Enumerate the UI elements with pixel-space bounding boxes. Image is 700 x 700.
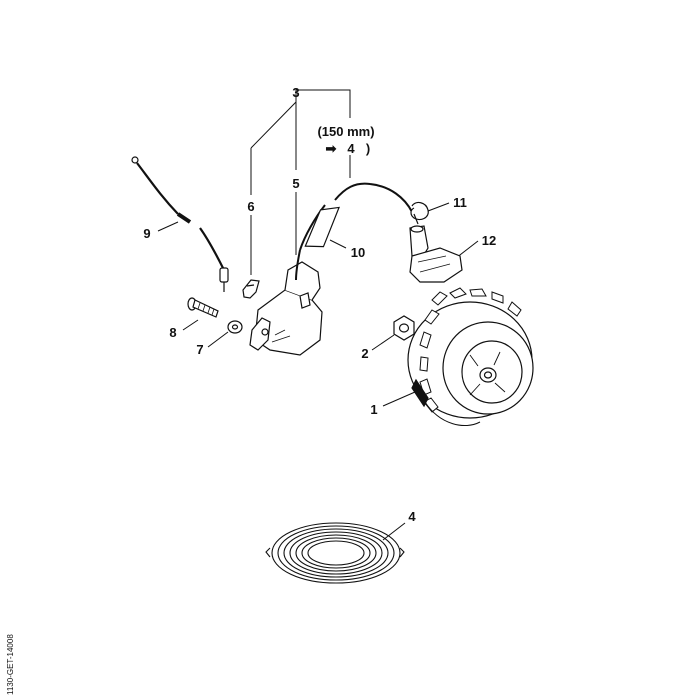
- callout-labels: 3 (150 mm) ➡ 4 ) 5 6 9 10 11 12 8 7 2 1 …: [143, 85, 496, 524]
- coil-loop-2: [277, 525, 395, 581]
- spring-clip-part: [410, 201, 429, 225]
- coil-end-right: [399, 547, 405, 558]
- spring-clip-coil: [410, 201, 429, 221]
- leader-12: [455, 240, 479, 259]
- callout-8: 8: [169, 325, 176, 340]
- drawing-reference-code: 1130-GET-14008: [6, 634, 15, 695]
- flywheel-hub-bore: [483, 371, 493, 379]
- nut-hole: [398, 323, 410, 333]
- screw-shank: [192, 299, 219, 318]
- callout-4-note-ref: 4: [347, 141, 355, 156]
- leader-4-spool: [382, 522, 406, 541]
- callout-11: 11: [453, 195, 467, 210]
- coil-loop-1: [271, 522, 401, 584]
- module-mount-tab: [249, 317, 271, 351]
- coiled-lead-part: [265, 522, 405, 584]
- module-top-block: [284, 261, 321, 301]
- wire-segment-b: [199, 227, 225, 271]
- note-close-paren: ): [366, 141, 370, 156]
- lead-upper: [334, 182, 413, 213]
- coil-loop-3: [283, 528, 389, 578]
- module-lead-out: [295, 249, 301, 281]
- lead-sleeve: [304, 206, 340, 248]
- callout-10: 10: [351, 245, 365, 260]
- coil-loop-5: [295, 534, 377, 572]
- callout-1: 1: [370, 402, 377, 417]
- wire-sleeve: [176, 212, 192, 224]
- callout-3: 3: [292, 85, 299, 100]
- callout-9: 9: [143, 226, 150, 241]
- leader-1: [382, 391, 416, 407]
- short-wire-part: [131, 156, 229, 292]
- terminal-clip-part: [242, 279, 260, 299]
- boot-opening: [410, 225, 424, 233]
- module-connector: [299, 292, 311, 309]
- leader-10: [329, 239, 347, 249]
- wire-end-ring: [131, 156, 139, 164]
- ignition-module-part: [249, 249, 323, 356]
- leader-3-bracket: [295, 89, 351, 118]
- screw-part: [187, 297, 219, 318]
- module-mount-hole: [261, 328, 269, 336]
- ignition-lead-part: [299, 182, 413, 251]
- flywheel-key-mark: [411, 378, 429, 408]
- module-fins: [271, 329, 291, 343]
- boot-body: [409, 247, 463, 283]
- washer-hole: [231, 324, 239, 330]
- flywheel-lower-edge: [424, 401, 481, 426]
- flywheel-spokes: [469, 351, 506, 396]
- flywheel-cooling-fins: [419, 287, 522, 413]
- washer-part: [227, 320, 243, 334]
- screw-thread: [197, 302, 215, 316]
- spring-clip-leg: [413, 213, 419, 225]
- leader-9: [157, 221, 179, 232]
- wire-terminal: [219, 267, 229, 283]
- clip-detail: [246, 284, 255, 287]
- boot-ribs: [417, 255, 451, 273]
- note-ref-arrow-icon: ➡: [326, 141, 337, 156]
- callout-7: 7: [196, 342, 203, 357]
- clip-body: [242, 279, 260, 299]
- nut-part: [393, 315, 415, 341]
- callout-6: 6: [247, 199, 254, 214]
- wire-segment-a: [136, 162, 179, 215]
- leader-lines: [157, 89, 479, 541]
- leader-7: [207, 331, 229, 348]
- coil-loop-7: [307, 540, 365, 566]
- note-length-150mm: (150 mm): [317, 124, 374, 139]
- leader-3-to-6: [250, 101, 297, 149]
- callout-5: 5: [292, 176, 299, 191]
- coil-loop-4: [289, 531, 383, 575]
- leader-2: [371, 334, 395, 351]
- flywheel-part: [407, 287, 534, 426]
- callout-2: 2: [361, 346, 368, 361]
- leader-11: [427, 202, 450, 212]
- callout-4-coiled-lead: 4: [408, 509, 416, 524]
- plug-boot-part: [409, 225, 463, 283]
- lead-lower: [299, 204, 326, 251]
- coil-loop-6: [301, 537, 371, 569]
- coil-end-left: [265, 547, 271, 558]
- callout-12: 12: [482, 233, 496, 248]
- leader-8: [182, 319, 199, 331]
